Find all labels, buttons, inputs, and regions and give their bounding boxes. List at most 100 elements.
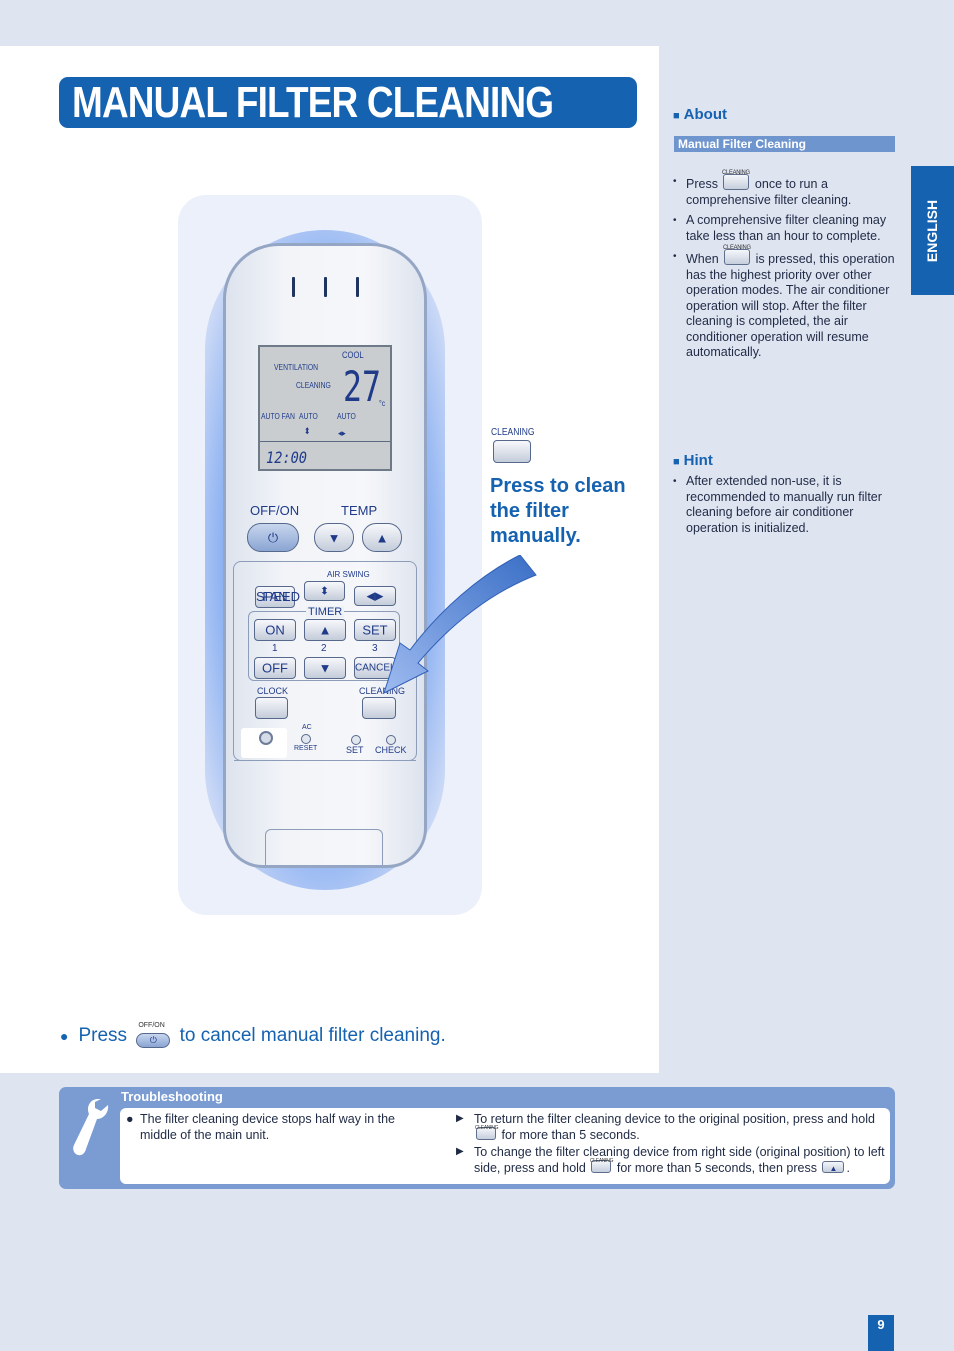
- solution-arrow-icon: ▶: [456, 1113, 464, 1124]
- callout-arrow: [383, 555, 537, 694]
- cleaning-button-icon: CLEANING: [723, 244, 751, 265]
- lcd-ventilation: VENTILATION: [274, 363, 319, 372]
- check-label: CHECK: [375, 745, 407, 755]
- fan-speed-label-2: SPEED: [256, 589, 301, 604]
- about-subheading: Manual Filter Cleaning: [674, 136, 895, 152]
- timer-down-button[interactable]: ▼: [304, 657, 346, 679]
- square-bullet-icon: ■: [673, 456, 680, 468]
- remote-indicator-mark: [292, 277, 295, 297]
- lcd-unit: °c: [379, 399, 386, 408]
- down-arrow-icon: ▼: [327, 530, 341, 545]
- lcd-updown-icon: ⬍: [304, 426, 311, 436]
- offon-button[interactable]: ⏻: [247, 523, 299, 552]
- cancel-note-before: Press: [78, 1025, 128, 1046]
- wrench-icon: [73, 1099, 109, 1156]
- remote-indicator-mark: [356, 277, 359, 297]
- timer-set-label: SET: [362, 622, 388, 638]
- fan-speed-label: FAN: [262, 589, 288, 604]
- down-arrow-icon: ▼: [318, 660, 332, 676]
- timer-number-2: 2: [321, 643, 327, 654]
- power-icon: ⏻: [267, 529, 279, 545]
- sensor-icon: [259, 731, 273, 745]
- reset-label: RESET: [294, 745, 318, 752]
- lcd-swing-value: AUTO: [337, 412, 356, 421]
- timer-number-3: 3: [372, 643, 378, 654]
- air-swing-label: AIR SWING: [327, 570, 370, 579]
- problem-bullet-icon: ●: [126, 1112, 134, 1126]
- temp-label: TEMP: [341, 503, 378, 518]
- page-title: MANUAL FILTER CLEANING: [72, 78, 554, 127]
- timer-label: TIMER: [306, 606, 345, 618]
- language-tab-label: ENGLISH: [924, 199, 941, 262]
- cleaning-button-icon: CLEANING: [722, 169, 750, 190]
- updown-arrow-icon: ⬍: [319, 585, 330, 598]
- set-small-label: SET: [346, 745, 364, 755]
- page-number: 9: [868, 1315, 894, 1351]
- timer-on-button[interactable]: ON: [254, 619, 296, 641]
- about-heading: ■About: [673, 106, 727, 123]
- timer-set-button[interactable]: SET: [354, 619, 396, 641]
- lcd-fan: AUTO FAN: [261, 412, 295, 421]
- callout-line: manually.: [490, 525, 581, 547]
- offon-button-icon: OFF/ON ⏻: [136, 1022, 171, 1048]
- list-item: After extended non-use, it is recommende…: [673, 474, 895, 536]
- bullet-dot-icon: ●: [60, 1028, 69, 1044]
- up-arrow-icon: ▲: [375, 530, 389, 545]
- up-arrow-button-icon: ▲: [822, 1161, 845, 1173]
- timer-cancel-label: CANCEL: [355, 662, 396, 674]
- cleaning-button-icon: CLEANING: [475, 1125, 498, 1140]
- callout-line: the filter: [490, 500, 569, 522]
- troubleshooting-content: [120, 1108, 890, 1184]
- battery-cover: [265, 829, 383, 865]
- temp-down-button[interactable]: ▼: [314, 523, 354, 552]
- timer-on-label: ON: [265, 622, 285, 638]
- lcd-divider: [260, 441, 390, 442]
- hint-heading: ■Hint: [673, 452, 713, 469]
- clock-button[interactable]: [255, 697, 288, 719]
- cleaning-button-icon: CLEANING: [590, 1158, 614, 1173]
- lcd-temperature: 27: [343, 362, 381, 411]
- solution-arrow-icon: ▶: [456, 1146, 464, 1157]
- list-item: Press CLEANING once to run a comprehensi…: [673, 169, 897, 208]
- set-small-button[interactable]: [351, 735, 361, 745]
- clock-label: CLOCK: [257, 686, 289, 696]
- ac-label: AC: [302, 724, 312, 731]
- arrow-shape: [383, 555, 537, 694]
- offon-icon-caption: OFF/ON: [138, 1022, 165, 1029]
- ac-reset-button[interactable]: [301, 734, 311, 744]
- air-swing-updown-button[interactable]: ⬍: [304, 581, 345, 601]
- check-button[interactable]: [386, 735, 396, 745]
- lcd-fan-value: AUTO: [299, 412, 318, 421]
- title-bar: [59, 77, 637, 128]
- callout-text: Press to clean the filter manually.: [490, 474, 626, 549]
- language-tab: ENGLISH: [911, 166, 954, 295]
- lcd-display: COOL VENTILATION CLEANING 27 °c AUTO FAN…: [258, 345, 392, 471]
- callout-cleaning-button-icon: [493, 440, 531, 463]
- about-list: Press CLEANING once to run a comprehensi…: [673, 169, 897, 366]
- timer-number-1: 1: [272, 643, 278, 654]
- lcd-clock: 12:00: [266, 448, 307, 467]
- lcd-leftright-icon: ◂▸: [338, 428, 346, 438]
- air-swing-leftright-button[interactable]: ◀▶: [354, 586, 396, 606]
- offon-label: OFF/ON: [250, 503, 300, 518]
- cancel-note: ● Press OFF/ON ⏻ to cancel manual filter …: [60, 1022, 446, 1048]
- list-item: A comprehensive filter cleaning may take…: [673, 213, 897, 244]
- square-bullet-icon: ■: [673, 110, 680, 122]
- cancel-note-after: to cancel manual filter cleaning.: [179, 1025, 446, 1046]
- callout-button-caption: CLEANING: [491, 427, 535, 438]
- up-arrow-icon: ▲: [318, 622, 332, 638]
- cleaning-button[interactable]: [362, 697, 396, 719]
- cleaning-label: CLEANING: [359, 686, 406, 696]
- hint-list: After extended non-use, it is recommende…: [673, 474, 895, 541]
- lcd-mode: COOL: [342, 350, 364, 360]
- temp-up-button[interactable]: ▲: [362, 523, 402, 552]
- troubleshooting-title: Troubleshooting: [121, 1089, 223, 1104]
- callout-line: Press to clean: [490, 475, 626, 497]
- remote-divider: [234, 760, 416, 761]
- list-item: When CLEANING is pressed, this operation…: [673, 244, 897, 361]
- lcd-cleaning: CLEANING: [296, 381, 331, 390]
- timer-off-button[interactable]: OFF: [254, 657, 296, 679]
- timer-up-button[interactable]: ▲: [304, 619, 346, 641]
- troubleshooting-problem: The filter cleaning device stops half wa…: [140, 1112, 395, 1142]
